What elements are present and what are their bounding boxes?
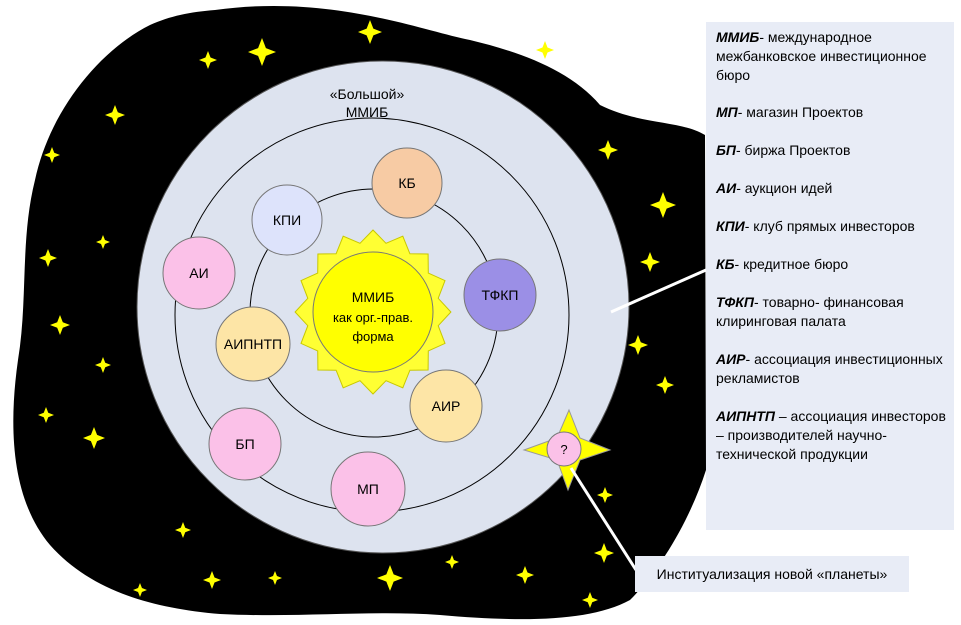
- star-icon: [175, 522, 191, 538]
- planet-kpi: [251, 184, 323, 256]
- legend-text: – ассоциация инвесторов – производителей…: [716, 408, 946, 462]
- planet-unknown: [546, 431, 582, 467]
- legend-abbr: ТФКП: [716, 294, 754, 310]
- star-icon: [536, 41, 554, 59]
- star-icon: [597, 487, 613, 503]
- legend-text: - биржа Проектов: [735, 142, 851, 158]
- center-label-line3: форма: [352, 329, 394, 344]
- star-icon: [95, 357, 111, 373]
- legend-entry: ТФКП- товарно- финансовая клиринговая па…: [716, 293, 948, 331]
- legend-entry: БП- биржа Проектов: [716, 141, 948, 160]
- star-icon: [96, 235, 110, 249]
- planet-air: [409, 369, 483, 443]
- star-icon: [50, 315, 70, 335]
- planet-tfkp: [463, 258, 537, 332]
- legend-text: - кредитное бюро: [734, 256, 849, 272]
- center-label-line2: как орг.-прав.: [333, 310, 413, 325]
- legend-connector-line: [610, 268, 707, 314]
- outer-label-line1: «Большой»: [330, 86, 405, 102]
- star-icon: [640, 252, 660, 272]
- legend-text: - международное межбанковское инвестицио…: [716, 29, 927, 83]
- legend-abbr: АИР: [716, 351, 746, 367]
- legend-entry: КПИ- клуб прямых инвесторов: [716, 217, 948, 236]
- star-icon: [44, 147, 60, 163]
- planet-ai: [162, 236, 236, 310]
- stars-group: [38, 20, 676, 608]
- star-icon: [358, 20, 382, 44]
- planet-label-kb: КБ: [398, 175, 415, 191]
- center-circle: [312, 251, 434, 373]
- new-planet-caption: Институализация новой «планеты»: [635, 556, 909, 592]
- star-icon: [83, 427, 105, 449]
- planet-label-aipntp: АИПНТП: [224, 336, 282, 352]
- planet-mp: [330, 451, 406, 527]
- legend-abbr: БП: [716, 142, 736, 158]
- star-icon: [105, 105, 125, 125]
- legend-entry: МП- магазин Проектов: [716, 103, 948, 122]
- legend-abbr: КБ: [716, 256, 735, 272]
- planet-label-kpi: КПИ: [273, 212, 301, 228]
- star-icon: [516, 566, 534, 584]
- star-icon: [582, 592, 598, 608]
- star-icon: [203, 571, 221, 589]
- star-icon: [39, 249, 57, 267]
- legend-text: - магазин Проектов: [737, 104, 864, 120]
- star-icon: [656, 376, 674, 394]
- planet-kb: [371, 147, 443, 219]
- planet-bp: [208, 407, 282, 481]
- legend-panel: ММИБ- международное межбанковское инвест…: [706, 22, 954, 530]
- legend-abbr: АИПНТП: [716, 408, 775, 424]
- planet-label-ai: АИ: [189, 265, 208, 281]
- planet-label-mp: МП: [357, 481, 379, 497]
- legend-abbr: ММИБ: [716, 29, 760, 45]
- planet-aipntp: [215, 306, 291, 382]
- star-icon: [38, 407, 54, 423]
- planet-label-tfkp: ТФКП: [482, 287, 519, 303]
- star-icon: [268, 571, 282, 585]
- legend-entry: АИР- ассоциация инвестиционных рекламист…: [716, 350, 948, 388]
- legend-entry: АИПНТП – ассоциация инвесторов – произво…: [716, 407, 948, 464]
- center-label-line1: ММИБ: [352, 289, 395, 305]
- star-icon: [445, 555, 459, 569]
- star-icon: [133, 583, 147, 597]
- legend-abbr: КПИ: [716, 218, 745, 234]
- star-icon: [650, 192, 676, 218]
- star-icon: [598, 140, 618, 160]
- legend-entry: ММИБ- международное межбанковское инвест…: [716, 28, 948, 85]
- legend-abbr: МП: [716, 104, 738, 120]
- star-icon: [594, 543, 614, 563]
- legend-entry: КБ- кредитное бюро: [716, 255, 948, 274]
- legend-entry: АИ- аукцион идей: [716, 179, 948, 198]
- legend-abbr: АИ: [716, 180, 737, 196]
- legend-text: - товарно- финансовая клиринговая палата: [716, 294, 904, 329]
- legend-text: - ассоциация инвестиционных рекламистов: [716, 351, 943, 386]
- legend-text: - аукцион идей: [736, 180, 833, 196]
- outer-label-line2: ММИБ: [346, 104, 389, 120]
- planet-label-unknown: ?: [560, 442, 567, 457]
- planet-label-bp: БП: [235, 436, 254, 452]
- planet-label-air: АИР: [432, 398, 461, 414]
- star-icon: [199, 51, 217, 69]
- star-icon: [248, 38, 276, 66]
- star-icon: [377, 565, 403, 591]
- star-icon: [628, 335, 648, 355]
- caption-connector-line: [569, 467, 638, 571]
- legend-text: - клуб прямых инвесторов: [744, 218, 915, 234]
